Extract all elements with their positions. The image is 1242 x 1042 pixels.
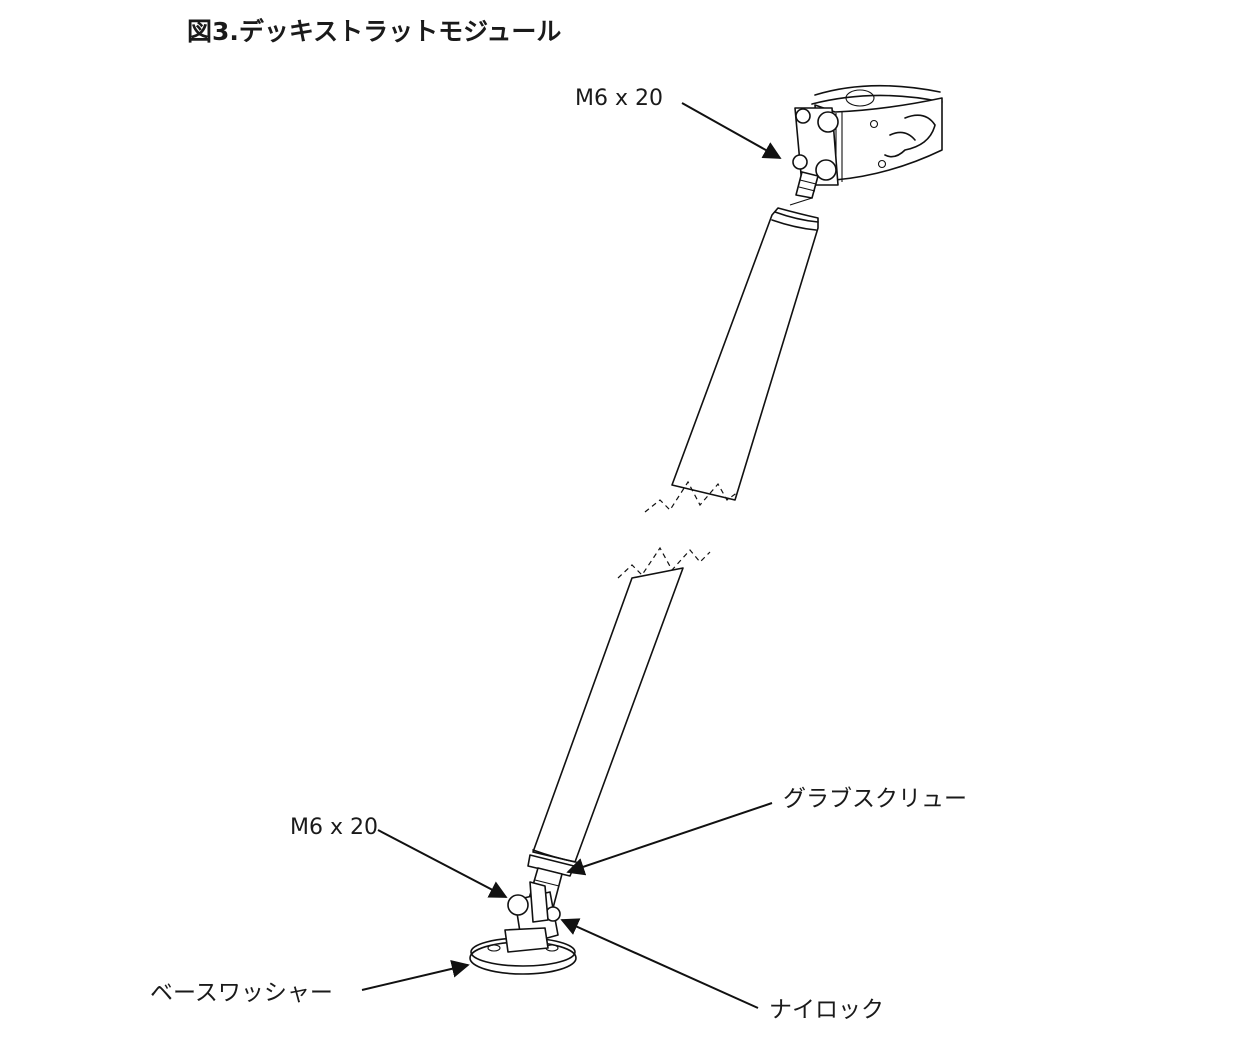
break-line-upper	[644, 480, 739, 513]
arrow-bottom-bolt	[377, 829, 508, 898]
arrow-base-washer	[361, 959, 470, 991]
callout-base-washer: ベースワッシャー	[150, 980, 333, 1006]
upper-tube	[671, 197, 819, 501]
arrow-top-bolt	[681, 102, 782, 159]
arrow-nylock	[560, 918, 759, 1009]
callout-grub-screw: グラブスクリュー	[783, 786, 967, 812]
callout-nylock: ナイロック	[769, 997, 884, 1023]
callout-top-bolt: M6 x 20	[575, 86, 663, 111]
callout-bottom-bolt: M6 x 20	[290, 815, 378, 840]
figure-title: 図3.デッキストラットモジュール	[187, 17, 561, 46]
top-clamp	[792, 84, 943, 199]
arrow-grub-screw	[566, 802, 773, 876]
break-line-lower	[617, 546, 711, 579]
bottom-joint	[507, 867, 563, 946]
lower-tube	[527, 567, 684, 877]
base-washer-shape	[469, 927, 577, 975]
